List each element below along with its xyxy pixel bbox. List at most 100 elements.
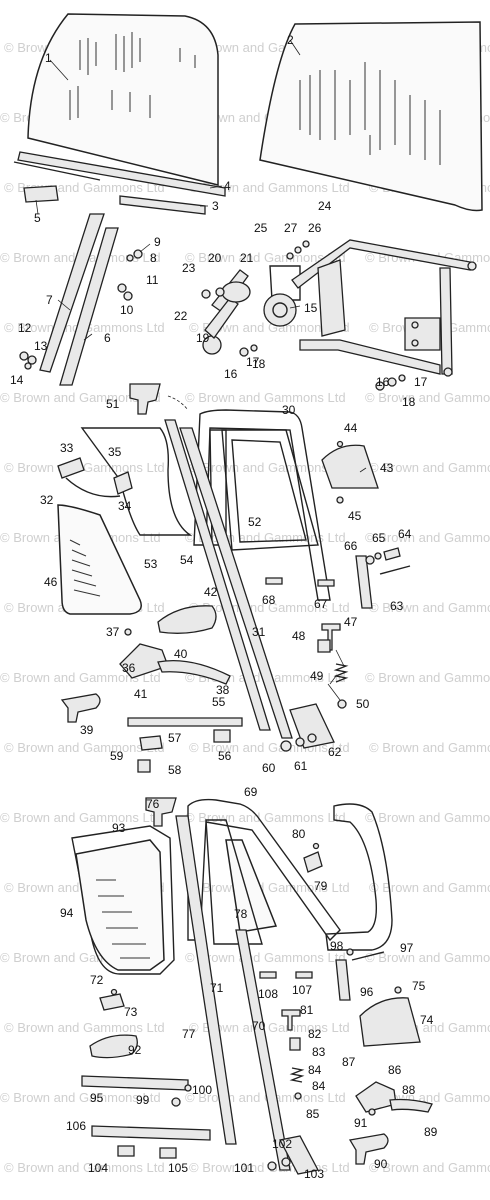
callout-part-31: 31: [252, 625, 266, 639]
callout-part-49: 49: [310, 669, 324, 683]
callout-part-94: 94: [60, 906, 74, 920]
watermark-text: © Brown and Gammons Ltd: [369, 740, 490, 755]
part-82-86-spring-stud: [281, 1009, 305, 1100]
watermark-text: © Brown and Gammons Ltd: [185, 390, 346, 405]
callout-part-37: 37: [106, 625, 120, 639]
watermark-text: © Brown and Gammons Ltd: [189, 180, 350, 195]
callout-part-27: 27: [284, 221, 298, 235]
watermark-text: © Brown and Gammons Ltd: [189, 1020, 350, 1035]
callout-part-14: 14: [10, 373, 24, 387]
callout-part-56: 56: [218, 749, 232, 763]
callout-part-3: 3: [212, 199, 219, 213]
part-21-regulator-escutcheon: [201, 281, 251, 303]
callout-part-105: 105: [168, 1161, 188, 1175]
callout-part-103: 103: [304, 1167, 324, 1181]
callout-part-24: 24: [318, 199, 332, 213]
callout-part-73: 73: [124, 1005, 138, 1019]
callout-part-54: 54: [180, 553, 194, 567]
watermark-text: © Brown and Gammons Ltd: [0, 810, 161, 825]
part-6-runner-channel: [59, 227, 119, 386]
part-54-vent-seal: [80, 427, 193, 536]
callout-part-26: 26: [308, 221, 322, 235]
callout-part-12: 12: [18, 321, 32, 335]
callout-part-70: 70: [252, 1019, 266, 1033]
callout-part-16: 16: [376, 375, 390, 389]
callout-part-63: 63: [390, 599, 404, 613]
callout-part-36: 36: [122, 661, 136, 675]
callout-part-96: 96: [360, 985, 374, 999]
watermark-text: © Brown and Gammons Ltd: [365, 950, 490, 965]
callout-part-19: 19: [196, 331, 210, 345]
part-68-69-pads: [265, 577, 335, 587]
callout-part-13: 13: [34, 339, 48, 353]
callout-part-5: 5: [34, 211, 41, 225]
watermark-text: © Brown and Gammons Ltd: [365, 670, 490, 685]
callout-part-41: 41: [134, 687, 148, 701]
part-screws-8-11: [117, 249, 143, 301]
part-55-division-channel: [164, 419, 271, 731]
callout-part-82: 82: [308, 1027, 322, 1041]
callout-part-16: 16: [224, 367, 238, 381]
part-53-vent-inner-frame: [221, 429, 319, 551]
callout-part-86: 86: [388, 1063, 402, 1077]
part-screws-16-18: [239, 240, 406, 391]
callout-part-40: 40: [174, 647, 188, 661]
watermark-text: © Brown and Gammons Ltd: [185, 810, 346, 825]
callout-part-74: 74: [420, 1013, 434, 1027]
callout-part-84: 84: [312, 1079, 326, 1093]
part-32-35-catch: [57, 457, 133, 498]
watermark-text: © Brown and Gammons Ltd: [4, 460, 165, 475]
callout-part-62: 62: [328, 745, 342, 759]
part-71-channel: [235, 929, 319, 1175]
callout-part-92: 92: [128, 1043, 142, 1057]
callout-part-52: 52: [248, 515, 262, 529]
callout-part-84: 84: [308, 1063, 322, 1077]
watermark-text: © Brown and Gammons Ltd: [369, 600, 490, 615]
callout-part-81: 81: [300, 1003, 314, 1017]
watermark-text: © Brown and Gammons Ltd: [369, 1160, 490, 1175]
part-39-inner-handle: [60, 693, 101, 723]
watermark-text: © Brown and Gammons Ltd: [189, 320, 350, 335]
part-108-109-pads: [259, 971, 313, 979]
part-31-division-bar: [179, 427, 335, 749]
callout-part-67: 67: [314, 597, 328, 611]
callout-part-34: 34: [118, 499, 132, 513]
part-52-hinge-bracket: [129, 383, 189, 415]
callout-part-17: 17: [246, 355, 260, 369]
part-70-vent-frame: [187, 798, 341, 942]
part-78-division-bar: [175, 815, 237, 1145]
watermark-text: © Brown and Gammons Ltd: [369, 880, 490, 895]
callout-part-65: 65: [372, 531, 386, 545]
watermark-text: © Brown and Gammons Ltd: [369, 460, 490, 475]
part-screws-12-14: [19, 351, 37, 370]
watermark-text: © Brown and Gammons Ltd: [365, 530, 490, 545]
part-47-51-spring-stud: [317, 623, 349, 709]
part-1-door-glass-left: [27, 13, 219, 186]
part-42-vent-handle: [157, 605, 217, 634]
callout-part-71: 71: [210, 981, 224, 995]
callout-part-33: 33: [60, 441, 74, 455]
callout-part-68: 68: [262, 593, 276, 607]
callout-part-55: 55: [212, 695, 226, 709]
part-56-lower-rail: [127, 717, 243, 773]
callout-part-88: 88: [402, 1083, 416, 1097]
callout-part-79: 79: [314, 879, 328, 893]
part-93-vent-handle: [89, 1034, 138, 1059]
callout-part-46: 46: [44, 575, 58, 589]
callout-part-109: 109: [0, 0, 20, 3]
watermark-text: © Brown and Gammons Ltd: [0, 1090, 161, 1105]
callout-part-85: 85: [306, 1107, 320, 1121]
callout-part-8: 8: [150, 251, 157, 265]
watermark-text: © Brown and Gammons Ltd: [185, 950, 346, 965]
watermark-text: © Brown and Gammons Ltd: [365, 390, 490, 405]
callout-part-83: 83: [312, 1045, 326, 1059]
part-7-runner-channel: [39, 213, 105, 373]
callout-part-59: 59: [110, 749, 124, 763]
callout-part-22: 22: [174, 309, 188, 323]
part-80-81-catch: [303, 842, 323, 873]
part-4-glass-channel: [13, 151, 226, 197]
callout-part-100: 100: [192, 1083, 212, 1097]
callout-part-51: 51: [106, 397, 120, 411]
